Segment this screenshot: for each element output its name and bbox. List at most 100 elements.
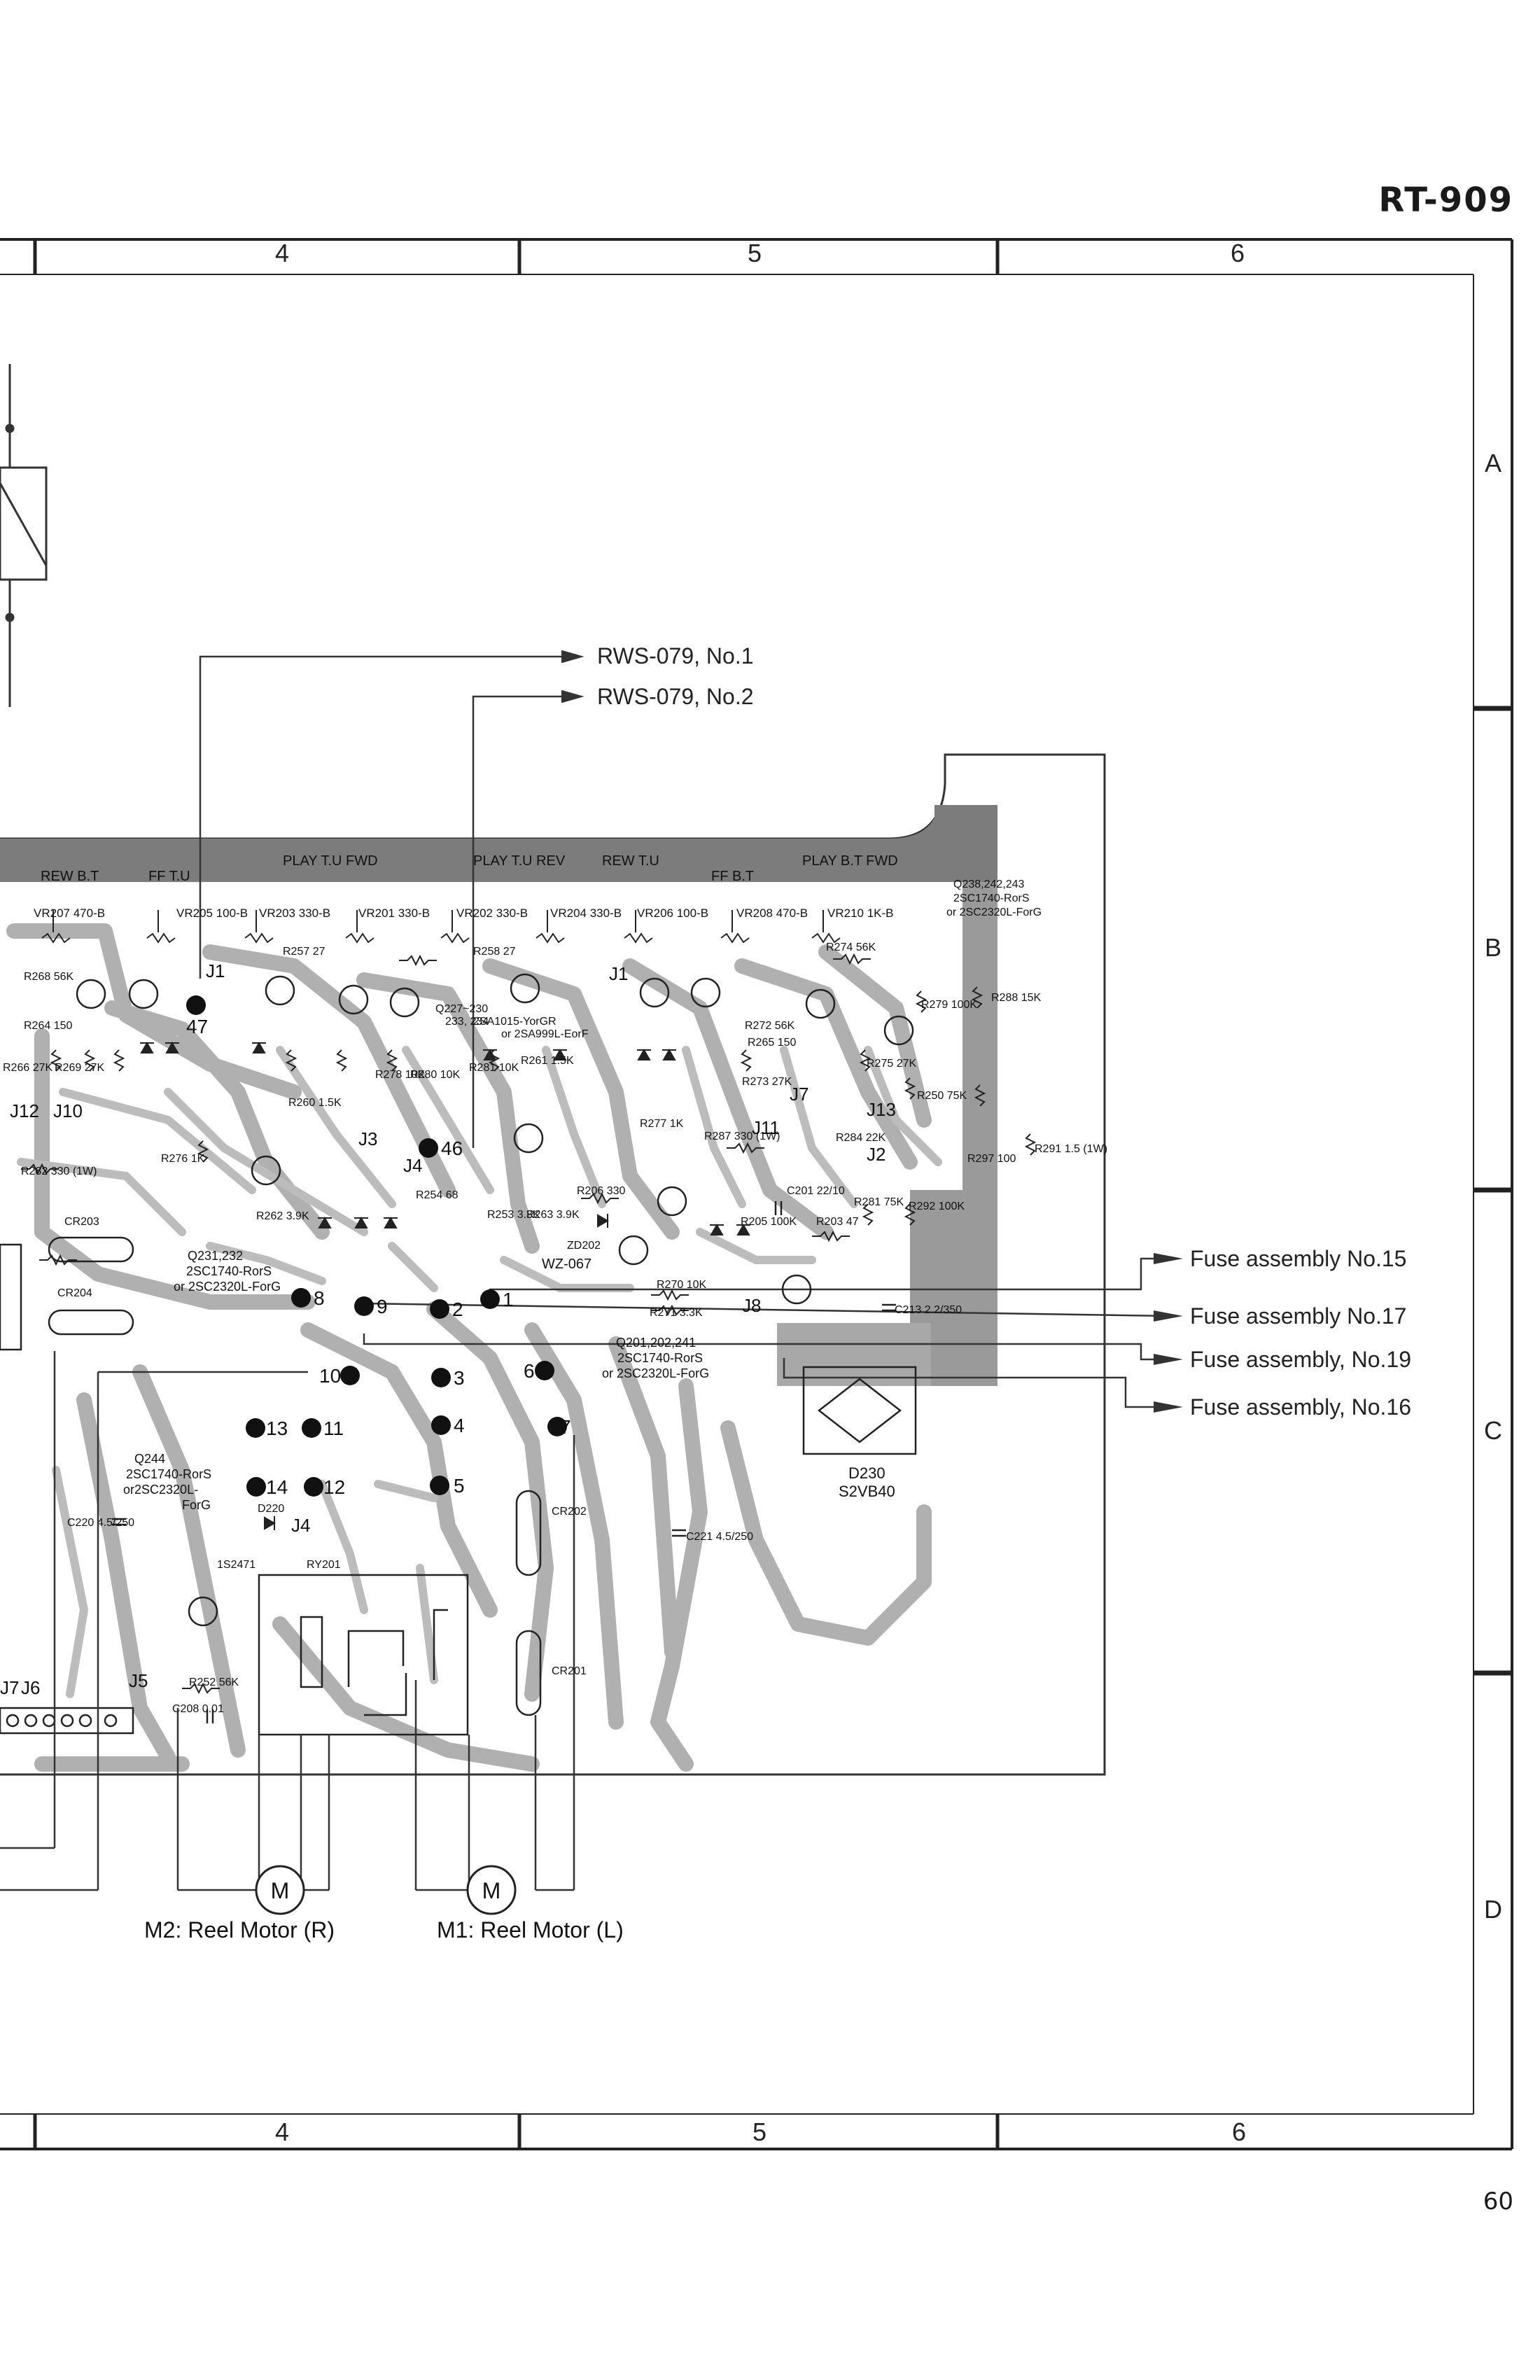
svg-text:Q201,202,241: Q201,202,241 <box>616 1336 696 1350</box>
svg-text:J6: J6 <box>21 1677 40 1698</box>
svg-text:2SA1015-YorGR: 2SA1015-YorGR <box>473 1016 556 1028</box>
svg-text:R280 10K: R280 10K <box>410 1069 460 1081</box>
relay-ry201 <box>258 1574 469 1736</box>
fuse-assembly-19-label: Fuse assembly, No.19 <box>1190 1347 1411 1372</box>
trimmer-symbols <box>41 910 841 944</box>
column-label-top-6: 6 <box>1231 239 1245 267</box>
column-label-bottom-4: 4 <box>275 2118 289 2146</box>
section-label-play-tu-fwd: PLAY T.U FWD <box>283 853 378 869</box>
svg-text:R277 1K: R277 1K <box>640 1118 684 1130</box>
row-label-c: C <box>1484 1416 1502 1445</box>
transistor-note-q238: Q238,242,243 2SC1740-RorS or 2SC2320L-Fo… <box>946 878 1042 918</box>
svg-text:D220: D220 <box>258 1503 284 1515</box>
rws-079-no2-label: RWS-079, No.2 <box>597 684 754 709</box>
resistor-symbols <box>21 953 1037 1695</box>
svg-text:or 2SC2320L-ForG: or 2SC2320L-ForG <box>946 906 1042 918</box>
svg-text:CR201: CR201 <box>552 1665 587 1677</box>
svg-text:R274 56K: R274 56K <box>826 941 876 953</box>
svg-text:C201 22/10: C201 22/10 <box>787 1185 845 1197</box>
svg-text:J7: J7 <box>0 1677 19 1698</box>
svg-text:R282 330 (1W): R282 330 (1W) <box>21 1166 97 1177</box>
svg-text:C220 4.5/250: C220 4.5/250 <box>67 1517 134 1529</box>
trimmer-vr202: VR202 330-B <box>456 906 528 920</box>
svg-text:R284 22K: R284 22K <box>836 1132 886 1144</box>
terminal-11: 11 <box>323 1418 344 1439</box>
terminal-13: 13 <box>266 1418 288 1439</box>
svg-text:R272 56K: R272 56K <box>745 1020 794 1032</box>
trimmer-vr207: VR207 470-B <box>34 906 105 920</box>
svg-text:J2: J2 <box>867 1144 886 1165</box>
svg-text:J3: J3 <box>358 1128 377 1149</box>
svg-text:J8: J8 <box>742 1295 761 1316</box>
trimmer-vr203: VR203 330-B <box>259 906 330 920</box>
terminal-7: 7 <box>560 1416 571 1438</box>
section-labels: REW B.T FF T.U PLAY T.U FWD PLAY T.U REV… <box>41 853 898 884</box>
column-label-bottom-6: 6 <box>1232 2118 1246 2146</box>
q231-note: Q231,232 2SC1740-RorS or 2SC2320L-ForG <box>174 1249 281 1294</box>
svg-text:R258 27: R258 27 <box>473 946 516 958</box>
svg-text:J4: J4 <box>291 1515 310 1536</box>
terminal-pads <box>186 995 567 1497</box>
svg-text:2SC1740-RorS: 2SC1740-RorS <box>617 1351 703 1365</box>
terminal-5: 5 <box>454 1475 465 1497</box>
motor-m1-label: M1: Reel Motor (L) <box>437 1917 624 1942</box>
svg-text:R271 3.3K: R271 3.3K <box>650 1307 703 1319</box>
terminal-3: 3 <box>454 1367 465 1389</box>
svg-text:C213 2.2/350: C213 2.2/350 <box>895 1304 962 1316</box>
svg-text:R262 3.9K: R262 3.9K <box>256 1210 309 1222</box>
svg-text:R266 27K: R266 27K <box>3 1062 52 1074</box>
capacitor-symbols <box>112 1201 896 1723</box>
trimmer-vr206: VR206 100-B <box>637 906 708 920</box>
fuse-arrows <box>1154 1253 1183 1413</box>
section-label-ff-bt: FF B.T <box>711 869 754 884</box>
svg-text:R265 150: R265 150 <box>748 1037 796 1049</box>
svg-text:R206 330: R206 330 <box>577 1185 625 1197</box>
terminal-6: 6 <box>524 1360 535 1382</box>
diode-symbols <box>140 1041 750 1530</box>
svg-text:or2SC2320L-: or2SC2320L- <box>123 1483 198 1497</box>
svg-text:R273 27K: R273 27K <box>742 1076 792 1088</box>
model-number: RT-909 <box>1378 181 1513 220</box>
svg-text:R253 3.3K: R253 3.3K <box>487 1209 540 1221</box>
svg-text:R288 15K: R288 15K <box>991 992 1041 1004</box>
column-label-top-4: 4 <box>275 239 289 267</box>
grid-frame <box>0 238 1513 2150</box>
section-label-play-tu-rev: PLAY T.U REV <box>473 853 566 869</box>
terminal-9: 9 <box>377 1296 388 1317</box>
section-label-rew-bt: REW B.T <box>41 869 99 884</box>
svg-text:R250 75K: R250 75K <box>917 1090 967 1102</box>
transistor-symbols <box>76 973 914 1627</box>
svg-text:R281 75K: R281 75K <box>854 1196 904 1208</box>
svg-text:R268 56K: R268 56K <box>24 971 74 983</box>
cr-networks <box>0 1236 542 1716</box>
svg-text:R254 68: R254 68 <box>416 1189 458 1201</box>
component-labels: R268 56K R264 150 R266 27K R269 27K R282… <box>3 941 1107 1715</box>
fuse-assembly-15-label: Fuse assembly No.15 <box>1190 1246 1406 1271</box>
svg-text:2SC1740-RorS: 2SC1740-RorS <box>953 892 1030 904</box>
terminal-10: 10 <box>319 1365 341 1387</box>
svg-text:CR202: CR202 <box>552 1506 587 1518</box>
svg-text:C221 4.5/250: C221 4.5/250 <box>686 1531 753 1543</box>
svg-text:J10: J10 <box>53 1100 83 1121</box>
svg-text:R263 3.9K: R263 3.9K <box>526 1209 580 1221</box>
svg-text:Q244: Q244 <box>134 1452 165 1466</box>
svg-text:CR203: CR203 <box>64 1216 99 1228</box>
svg-text:or 2SA999L-EorF: or 2SA999L-EorF <box>501 1028 589 1040</box>
fuse-assembly-17-label: Fuse assembly No.17 <box>1190 1303 1406 1329</box>
svg-text:J12: J12 <box>10 1100 39 1121</box>
svg-text:J1: J1 <box>206 960 225 981</box>
svg-text:J7: J7 <box>790 1084 808 1105</box>
motor-labels: M2: Reel Motor (R) M1: Reel Motor (L) <box>144 1917 624 1942</box>
row-label-d: D <box>1484 1895 1502 1924</box>
svg-text:RY201: RY201 <box>307 1559 341 1571</box>
motor-m2-symbol: M <box>271 1878 290 1903</box>
left-edge-fragment <box>0 364 48 707</box>
svg-text:2SC1740-RorS: 2SC1740-RorS <box>186 1264 272 1278</box>
jumper-labels: J1 J1 J2 J3 J4 J4 J5 J6 J7 J7 J8 J10 J11… <box>0 960 896 1698</box>
svg-text:233, 234: 233, 234 <box>445 1016 489 1028</box>
svg-text:R261 1.5K: R261 1.5K <box>521 1055 574 1067</box>
svg-text:R292 100K: R292 100K <box>909 1200 965 1212</box>
svg-text:S2VB40: S2VB40 <box>839 1483 895 1500</box>
svg-text:R276 1K: R276 1K <box>161 1153 205 1165</box>
